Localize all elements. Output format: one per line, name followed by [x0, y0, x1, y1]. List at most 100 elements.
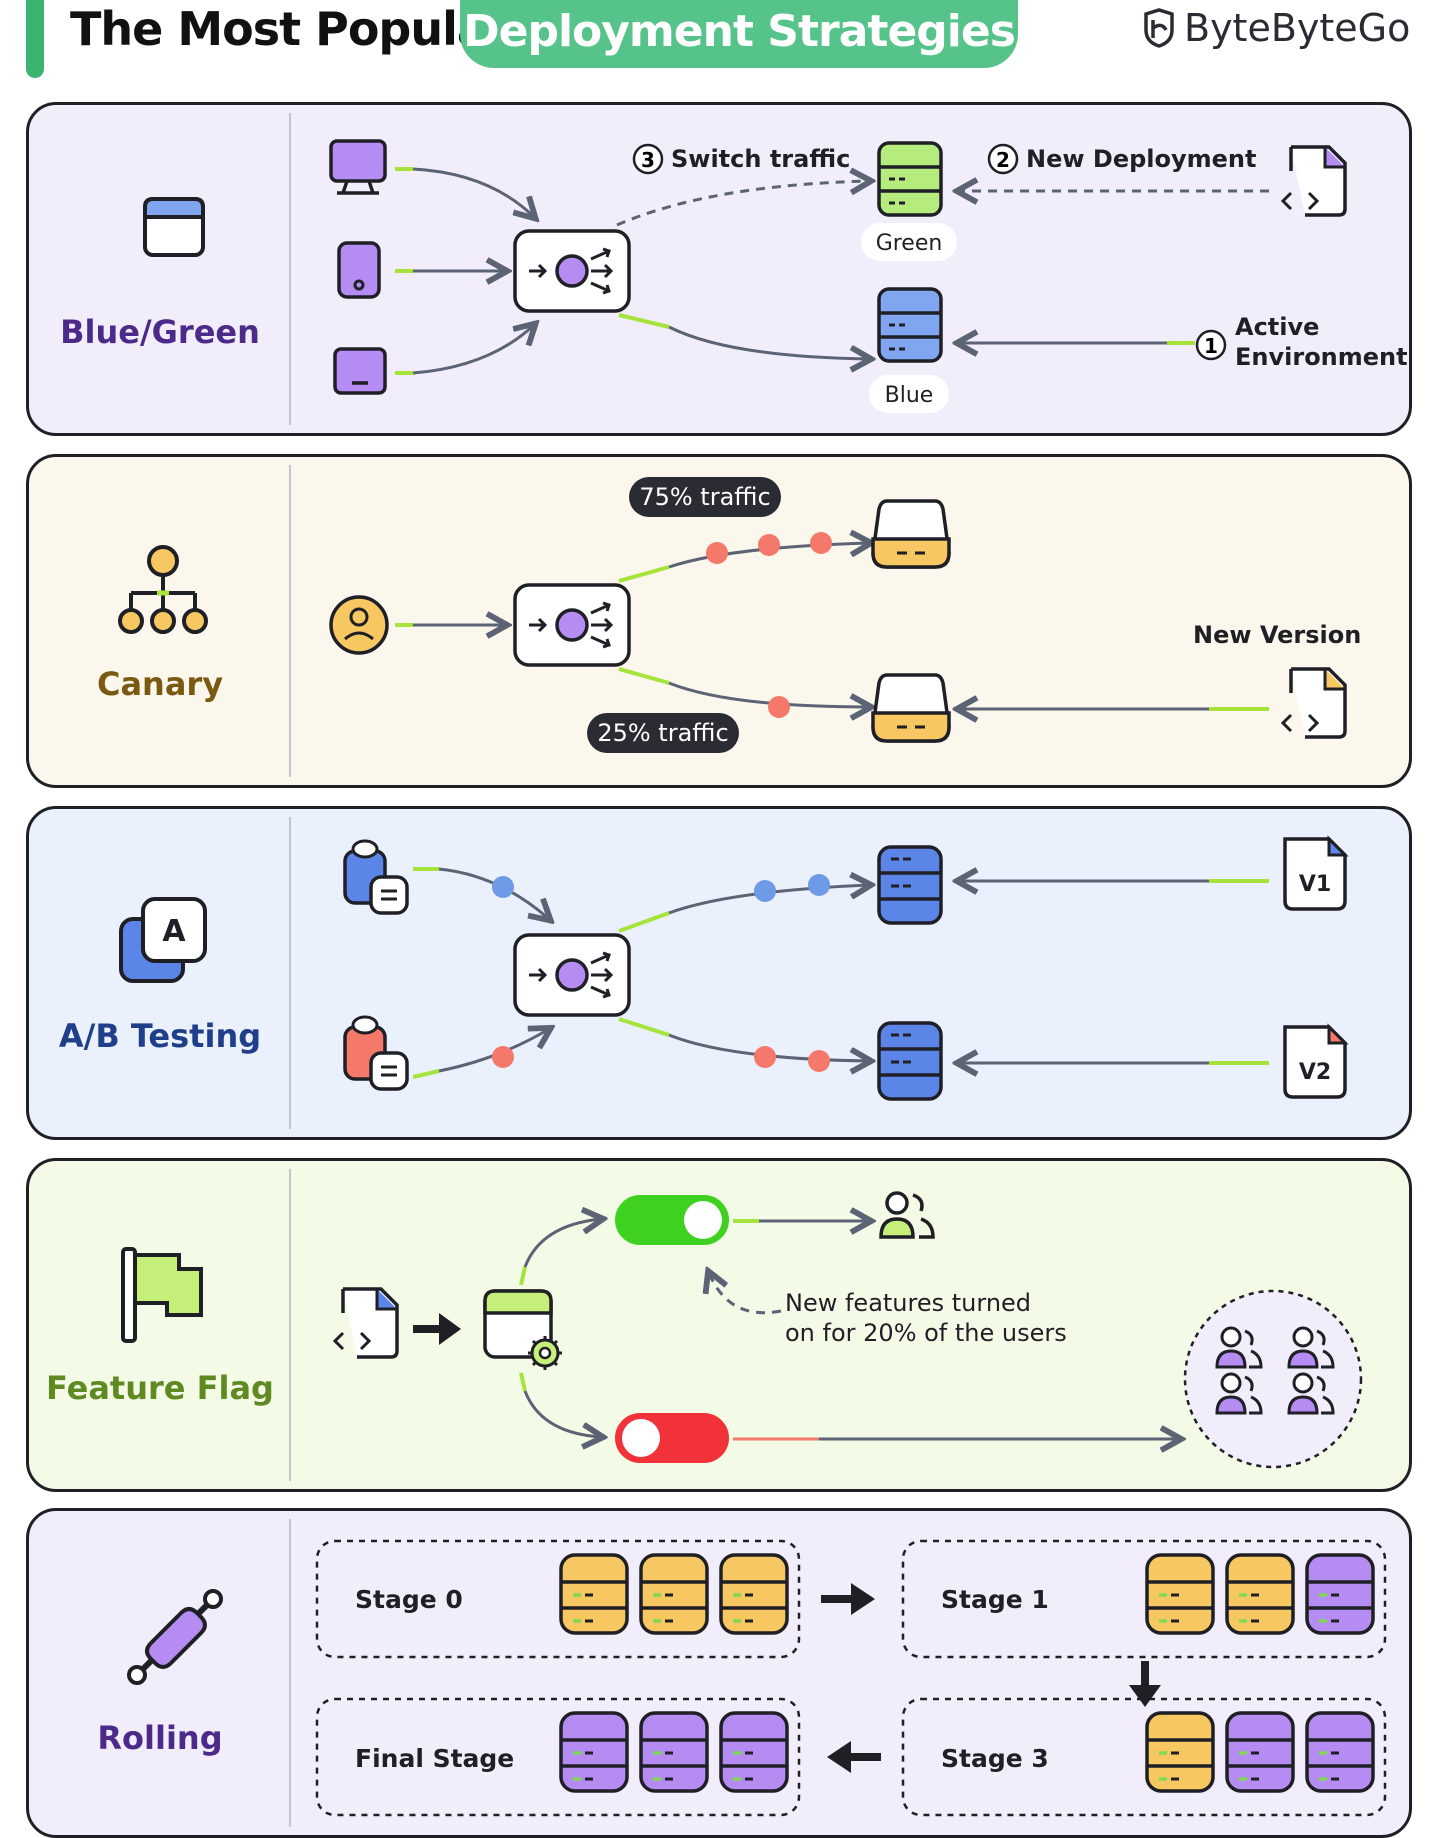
panel-canary: Canary 75% [26, 454, 1412, 788]
current-version-server-icon [871, 499, 951, 569]
users-icon [1215, 1326, 1263, 1369]
user-group-a-icon [343, 839, 409, 915]
code-file-icon [332, 1287, 399, 1359]
page-title: The Most Popular [70, 2, 510, 56]
stage0-box [315, 1539, 801, 1659]
stage3-server-icon [1305, 1711, 1375, 1793]
traffic-75-badge: 75% traffic [639, 483, 770, 511]
v2-label: V2 [1299, 1060, 1331, 1085]
code-file-icon [1280, 667, 1347, 739]
flag-icon [121, 1247, 203, 1343]
stage3-server-icon [1225, 1711, 1295, 1793]
traffic-dot [768, 696, 790, 718]
active-env-line2: Environment [1235, 343, 1408, 371]
ab-testing-diagram: V1 V2 [343, 835, 1349, 1101]
panel-divider [289, 113, 291, 425]
blue-green-label: Blue/Green [60, 313, 260, 351]
panel-rolling: Rolling Stage 0 Stage 1 Stage 3 Final St… [26, 1508, 1412, 1838]
v1-label: V1 [1299, 872, 1331, 897]
canary-label: Canary [96, 665, 224, 703]
panel-ab-testing: A A/B Testing [26, 806, 1412, 1140]
feature-toggle-on[interactable] [615, 1195, 729, 1245]
step2-number: 2 [996, 148, 1010, 172]
hierarchy-icon [118, 545, 208, 634]
stage0-server-icon [719, 1553, 789, 1635]
version-v1-file-icon: V1 [1283, 835, 1349, 911]
canary-diagram: 75% traffic 25% traffic New Version [329, 477, 1361, 753]
final-stage-box [315, 1697, 801, 1817]
title-highlight-pill: Deployment Strategies [460, 0, 1018, 68]
panel-divider [289, 465, 291, 777]
traffic-dot [754, 1046, 776, 1068]
users-icon [1215, 1372, 1263, 1415]
desktop-client-icon [329, 139, 387, 195]
user-group-b-icon [343, 1015, 409, 1091]
header-accent-bar [26, 0, 44, 78]
code-file-icon [1280, 145, 1347, 217]
blue-green-diagram: Green Blue 3 Switch traffic 2 New Deploy… [329, 139, 1408, 413]
stage1-label: Stage 1 [941, 1585, 1049, 1614]
new-version-label: New Version [1193, 621, 1361, 649]
green-server-icon [877, 141, 943, 217]
rolling-servers [559, 1553, 1375, 1793]
stage1-box [901, 1539, 1387, 1659]
traffic-25-badge: 25% traffic [597, 719, 728, 747]
bytebytego-logo-icon [1144, 8, 1174, 48]
remaining-users-group [1183, 1289, 1363, 1469]
stage1-server-icon [1305, 1553, 1375, 1635]
canary-version-server-icon [871, 673, 951, 743]
step3-number: 3 [641, 148, 655, 172]
brand-logo: ByteByteGo [1142, 6, 1410, 50]
feature-toggle-off[interactable] [615, 1413, 729, 1463]
green-env-label: Green [876, 231, 943, 256]
traffic-dot [492, 876, 514, 898]
feature-note-line2: on for 20% of the users [785, 1319, 1067, 1347]
final-stage-label: Final Stage [355, 1744, 514, 1773]
stage1-server-icon [1225, 1553, 1295, 1635]
load-balancer-icon [513, 933, 631, 1017]
stage3-server-icon [1145, 1711, 1215, 1793]
step1-number: 1 [1204, 334, 1218, 358]
panel-blue-green: Blue/Green [26, 102, 1412, 436]
ab-card-icon: A [119, 897, 207, 983]
traffic-dot [492, 1046, 514, 1068]
final-stage-server-icon [719, 1711, 789, 1793]
users-icon [1287, 1372, 1335, 1415]
traffic-dot [706, 542, 728, 564]
flow-arrow-icon [413, 1313, 461, 1345]
feature-flag-diagram: New features turned on for 20% of the us… [332, 1191, 1363, 1469]
traffic-dot [758, 534, 780, 556]
rolling-diagram: Stage 0 Stage 1 Stage 3 Final Stage [315, 1539, 1387, 1817]
brand-name: ByteByteGo [1184, 6, 1411, 50]
traffic-dot [808, 1050, 830, 1072]
switch-traffic-label: Switch traffic [671, 145, 850, 173]
server-v2-icon [877, 1021, 943, 1101]
blue-env-label: Blue [885, 383, 934, 408]
stage3-box [901, 1697, 1387, 1817]
rolling-pin-icon [127, 1589, 223, 1685]
browser-window-icon [143, 197, 205, 257]
panel-divider [289, 817, 291, 1129]
ab-icon-letter: A [162, 914, 186, 949]
active-env-line1: Active [1235, 313, 1319, 341]
feature-note-line1: New features turned [785, 1289, 1031, 1317]
tablet-client-icon [333, 347, 387, 395]
feature-flag-label: Feature Flag [46, 1369, 274, 1407]
feature-config-icon [483, 1289, 562, 1370]
blue-server-icon [877, 287, 943, 363]
users-icon [879, 1191, 935, 1239]
stage3-label: Stage 3 [941, 1744, 1049, 1773]
rolling-label: Rolling [97, 1719, 223, 1757]
traffic-dot [754, 880, 776, 902]
users-icon [1287, 1326, 1335, 1369]
version-v2-file-icon: V2 [1283, 1023, 1349, 1099]
user-avatar-icon [329, 595, 389, 655]
traffic-dot [808, 874, 830, 896]
final-stage-server-icon [639, 1711, 709, 1793]
panel-feature-flag: Feature Flag [26, 1158, 1412, 1492]
stage-arrow-down-icon [1129, 1661, 1161, 1707]
ab-testing-label: A/B Testing [58, 1017, 262, 1055]
load-balancer-icon [513, 229, 631, 313]
mobile-client-icon [337, 241, 381, 299]
new-deployment-label: New Deployment [1026, 145, 1256, 173]
